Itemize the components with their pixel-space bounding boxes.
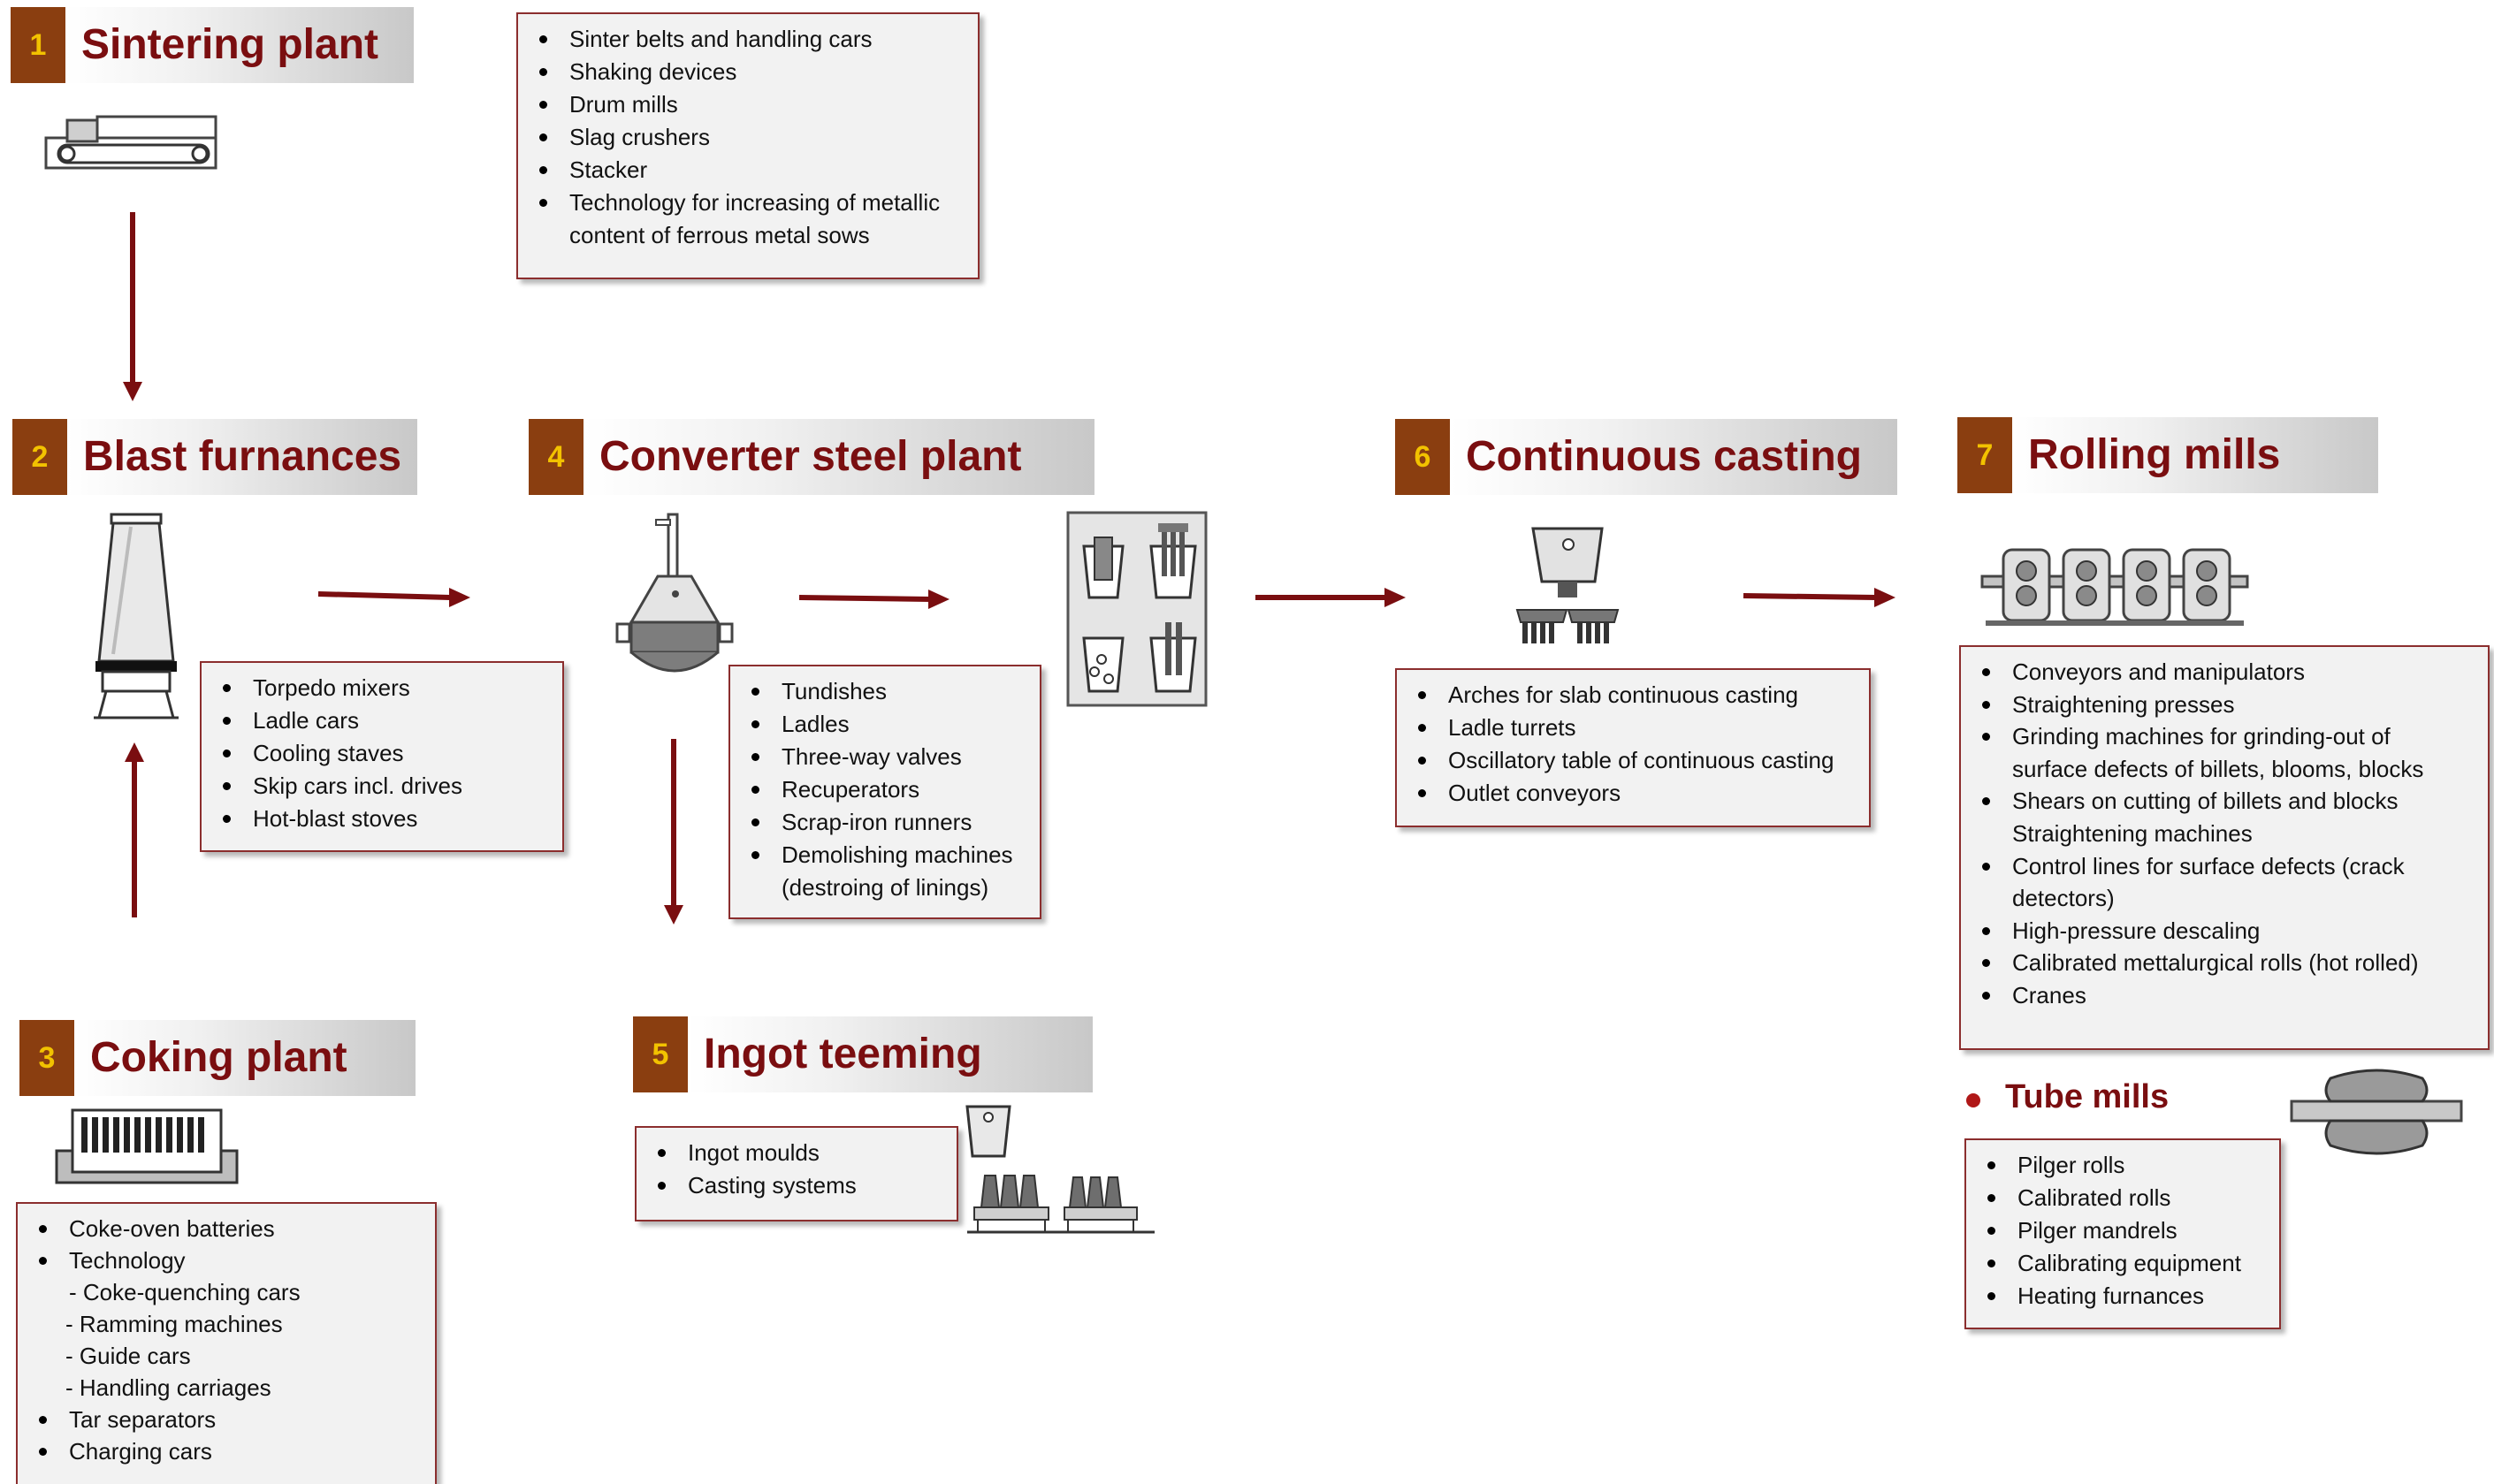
ingot-teeming-icon <box>965 1105 1155 1234</box>
list-item: Straightening presses <box>1973 689 2472 721</box>
sintering-equipment-box: Sinter belts and handling cars Shaking d… <box>516 12 980 279</box>
ingot-teeming-equipment-box: Ingot moulds Casting systems <box>635 1126 958 1221</box>
stage-header-sintering-plant: 1 Sintering plant <box>11 7 414 83</box>
sub-list-item: - Ramming machines <box>65 1311 283 1337</box>
stage-number: 2 <box>12 419 67 495</box>
list-item: Demolishing machines (destroing of linin… <box>743 839 1024 904</box>
list-item: Ladle cars <box>214 704 546 737</box>
arrow-right-casting-to-rolling <box>1743 588 1895 607</box>
list-item: Pilger mandrels <box>1979 1214 2263 1247</box>
stage-number: 7 <box>1957 417 2012 493</box>
tube-mill-rolls-icon <box>2290 1069 2463 1155</box>
list-item: Technology for increasing of metallic co… <box>530 186 962 252</box>
list-item: Ingot moulds <box>649 1137 941 1169</box>
list-item: Sinter belts and handling cars <box>530 23 962 56</box>
stage-header-blast-furnances: 2 Blast furnances <box>12 419 417 495</box>
arrow-down-sinter-to-blast <box>123 212 142 401</box>
list-item: High-pressure descaling <box>1973 915 2472 947</box>
list-item: Casting systems <box>649 1169 941 1202</box>
stage-header-coking-plant: 3 Coking plant <box>19 1020 416 1096</box>
continuous-casting-equipment-box: Arches for slab continuous casting Ladle… <box>1395 668 1871 827</box>
stage-number: 5 <box>633 1016 688 1092</box>
sinter-belt-icon <box>44 115 217 170</box>
arrow-up-coking-to-blast <box>125 742 144 917</box>
list-item: Technology <box>30 1244 419 1276</box>
list-item: Charging cars <box>30 1435 419 1467</box>
stage-title: Rolling mills <box>2012 417 2378 493</box>
list-item: Pilger rolls <box>1979 1149 2263 1182</box>
list-item: Grinding machines for grinding-out of su… <box>1973 720 2472 785</box>
list-item: Skip cars incl. drives <box>214 770 546 803</box>
list-item: Recuperators <box>743 773 1024 806</box>
coke-oven-battery-icon <box>55 1108 239 1184</box>
blast-furnace-icon <box>94 513 179 719</box>
stage-title: Converter steel plant <box>583 419 1094 495</box>
list-item: Shaking devices <box>530 56 962 88</box>
sub-list-item: - Coke-quenching cars <box>69 1279 301 1305</box>
list-item: Calibrating equipment <box>1979 1247 2263 1280</box>
list-item: Tundishes <box>743 675 1024 708</box>
stage-header-continuous-casting: 6 Continuous casting <box>1395 419 1897 495</box>
stage-header-rolling-mills: 7 Rolling mills <box>1957 417 2378 493</box>
stage-title: Ingot teeming <box>688 1016 1093 1092</box>
sub-list-item: - Handling carriages <box>65 1374 271 1401</box>
list-item: Control lines for surface defects (crack… <box>1973 850 2472 915</box>
tube-mills-label: Tube mills <box>2005 1078 2170 1115</box>
list-item: Ladle turrets <box>1409 712 1853 744</box>
list-item: Stacker <box>530 154 962 186</box>
list-item: Drum mills <box>530 88 962 121</box>
stage-header-ingot-teeming: 5 Ingot teeming <box>633 1016 1093 1092</box>
stage-number: 6 <box>1395 419 1450 495</box>
stage-number: 3 <box>19 1020 74 1096</box>
tube-mills-bullet-icon <box>1966 1093 1980 1107</box>
stage-header-converter-steel-plant: 4 Converter steel plant <box>529 419 1094 495</box>
stage-number: 1 <box>11 7 65 83</box>
tube-mills-equipment-box: Pilger rolls Calibrated rolls Pilger man… <box>1964 1138 2281 1329</box>
list-item: Coke-oven batteries <box>30 1213 419 1244</box>
stage-title: Coking plant <box>74 1020 416 1096</box>
list-item: Arches for slab continuous casting <box>1409 679 1853 712</box>
converter-equipment-box: Tundishes Ladles Three-way valves Recupe… <box>728 665 1041 919</box>
list-item: Outlet conveyors <box>1409 777 1853 810</box>
stage-title: Continuous casting <box>1450 419 1897 495</box>
list-item: Shears on cutting of billets and blocks … <box>1973 785 2472 849</box>
list-item: Cooling staves <box>214 737 546 770</box>
list-item: Calibrated rolls <box>1979 1182 2263 1214</box>
arrow-right-converter-to-moulds <box>798 590 950 609</box>
coking-equipment-box: Coke-oven batteries Technology - Coke-qu… <box>16 1202 437 1484</box>
arrow-right-blast-to-converter <box>317 588 470 607</box>
list-item: Three-way valves <box>743 741 1024 773</box>
list-item: Tar separators <box>30 1404 419 1435</box>
stage-number: 4 <box>529 419 583 495</box>
converter-vessel-icon <box>615 513 734 673</box>
arrow-down-converter-to-ingot <box>664 739 683 925</box>
sub-list-item: - Guide cars <box>65 1343 191 1369</box>
list-item: Calibrated mettalurgical rolls (hot roll… <box>1973 947 2472 979</box>
list-item: Ladles <box>743 708 1024 741</box>
list-item: Conveyors and manipulators <box>1973 656 2472 689</box>
list-item: Heating furnances <box>1979 1280 2263 1313</box>
list-item: Hot-blast stoves <box>214 803 546 835</box>
stage-title: Sintering plant <box>65 7 414 83</box>
list-item: Oscillatory table of continuous casting <box>1409 744 1853 777</box>
arrow-right-to-continuous-casting <box>1255 588 1406 607</box>
list-item: Slag crushers <box>530 121 962 154</box>
list-item: Torpedo mixers <box>214 672 546 704</box>
continuous-casting-icon <box>1515 527 1620 643</box>
list-item: Cranes <box>1973 979 2472 1012</box>
rolling-mills-equipment-box: Conveyors and manipulators Straightening… <box>1959 645 2490 1050</box>
stage-title: Blast furnances <box>67 419 417 495</box>
rolling-mill-stands-icon <box>1980 548 2249 626</box>
blast-furnace-equipment-box: Torpedo mixers Ladle cars Cooling staves… <box>200 661 564 852</box>
list-item: Scrap-iron runners <box>743 806 1024 839</box>
moulds-panel-icon <box>1066 511 1208 707</box>
